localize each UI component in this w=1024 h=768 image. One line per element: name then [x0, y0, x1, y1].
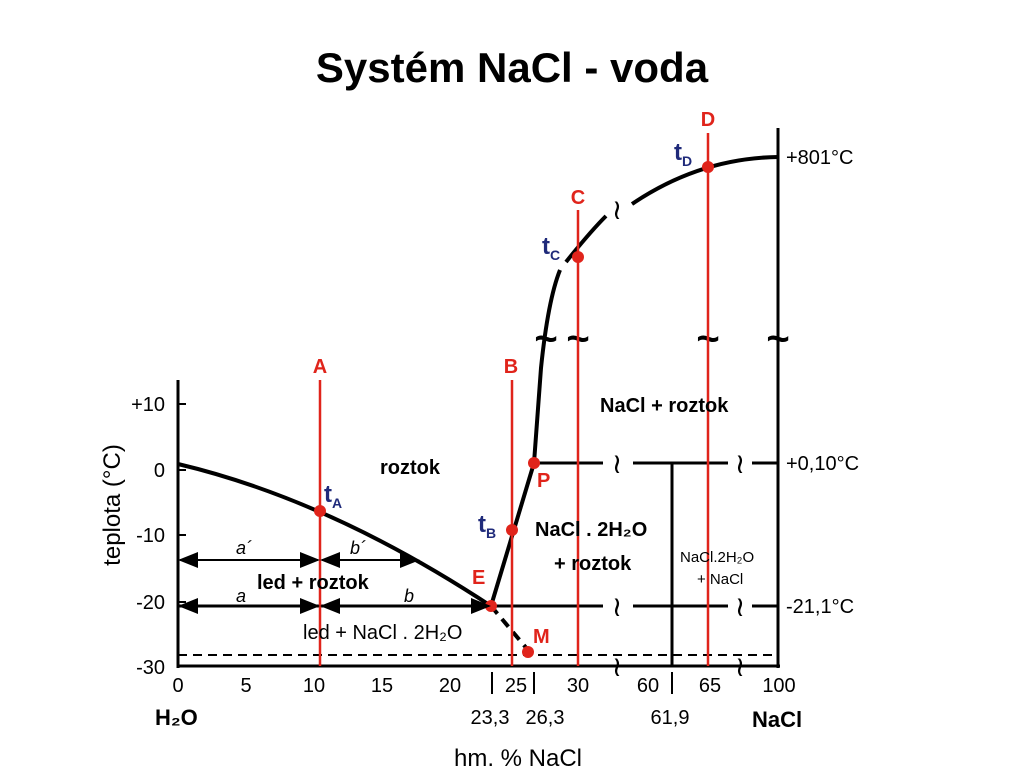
y-tick-label: -20 — [136, 592, 165, 614]
svg-text:≀: ≀ — [735, 591, 746, 622]
lever-label-a: a — [236, 586, 246, 606]
region-dihydrate-nacl: + NaCl — [697, 571, 743, 588]
svg-text:≀: ≀ — [612, 194, 623, 225]
point-label-ta: tA — [324, 481, 342, 511]
metastable-dash — [489, 604, 530, 652]
axis-breaks: ~ ~ ~ ~ — [534, 317, 789, 361]
region-dihydrate-roztok: + roztok — [554, 553, 632, 575]
svg-text:~: ~ — [766, 317, 789, 361]
region-nacl-roztok: NaCl + roztok — [600, 395, 729, 417]
y-tick-label: -30 — [136, 657, 165, 679]
point-label-e: E — [472, 567, 485, 589]
vertical-label-b: B — [504, 356, 518, 378]
region-led-nacl-dihydrate: led + NaCl . 2H₂O — [303, 622, 463, 644]
lever-label-a-prime: a´ — [236, 538, 252, 558]
vertical-label-c: C — [571, 187, 585, 209]
temperature-label-eutectic: -21,1°C — [786, 596, 854, 618]
svg-text:≀: ≀ — [735, 651, 746, 682]
x-tick-label: 5 — [240, 675, 251, 697]
lever-label-b-prime: b´ — [350, 538, 366, 558]
point-label-p: P — [537, 470, 550, 492]
y-tick-label: +10 — [131, 394, 165, 416]
x-tick-label: 30 — [567, 675, 589, 697]
x-tick-label: 15 — [371, 675, 393, 697]
region-led-roztok: led + roztok — [257, 572, 370, 594]
component-nacl: NaCl — [752, 707, 802, 732]
x-tick-label: 20 — [439, 675, 461, 697]
nacl-liquidus-mid — [564, 214, 608, 264]
page-title: Systém NaCl - voda — [315, 44, 709, 91]
point-label-tc: tC — [542, 233, 560, 263]
region-dihydrate-nacl: NaCl.2H₂O — [680, 549, 754, 566]
svg-text:≀: ≀ — [735, 448, 746, 479]
ice-liquidus-curve — [177, 462, 493, 608]
point-label-td: tD — [674, 139, 692, 169]
break-marks: ≀ ≀ ≀ ≀ ≀ ≀ ≀ — [612, 194, 746, 682]
x-tick-label: 25 — [505, 675, 527, 697]
y-tick-label: -10 — [136, 525, 165, 547]
x-tick-label: 0 — [172, 675, 183, 697]
x-tick-label: 65 — [699, 675, 721, 697]
svg-text:≀: ≀ — [612, 591, 623, 622]
y-tick-label: 0 — [154, 460, 165, 482]
point-label-tb: tB — [478, 511, 496, 541]
temperature-label-peritectic: +0,10°C — [786, 453, 859, 475]
x-extra-label: 26,3 — [526, 707, 565, 729]
region-roztok: roztok — [380, 457, 441, 479]
nacl-liquidus-lower — [532, 269, 562, 464]
svg-text:≀: ≀ — [612, 651, 623, 682]
x-tick-label: 10 — [303, 675, 325, 697]
vertical-label-d: D — [701, 109, 715, 131]
x-tick-label: 60 — [637, 675, 659, 697]
lever-label-b: b — [404, 586, 414, 606]
vertical-label-a: A — [313, 356, 327, 378]
svg-text:≀: ≀ — [612, 448, 623, 479]
y-axis-label: teplota (°C) — [99, 444, 126, 566]
component-h2o: H₂O — [155, 705, 198, 730]
region-dihydrate-roztok: NaCl . 2H₂O — [535, 519, 647, 541]
x-extra-label: 23,3 — [471, 707, 510, 729]
svg-text:~: ~ — [534, 317, 557, 361]
x-axis-label: hm. % NaCl — [454, 745, 582, 768]
x-extra-label: 61,9 — [651, 707, 690, 729]
point-label-m: M — [533, 626, 550, 648]
x-tick-label: 100 — [762, 675, 795, 697]
x-separator-ticks — [491, 672, 673, 694]
temperature-label-melt: +801°C — [786, 147, 854, 169]
